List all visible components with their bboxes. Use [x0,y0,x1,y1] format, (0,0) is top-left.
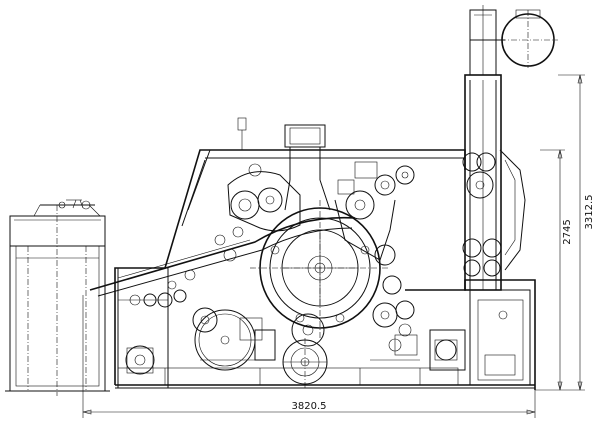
main-frame [89,149,535,389]
main-cylinder [250,200,390,340]
feed-hopper [5,199,110,396]
overall-width-label: 3820.5 [292,401,327,412]
dimension-width [82,295,536,418]
frame-height-label: 2745 [562,219,573,244]
lower-gear [282,313,328,390]
dimension-height [535,74,585,391]
upper-mechanism [214,117,420,361]
overall-height-label: 3312.5 [584,195,595,230]
coiler-section [405,5,558,390]
lower-left-rollers [125,269,276,375]
